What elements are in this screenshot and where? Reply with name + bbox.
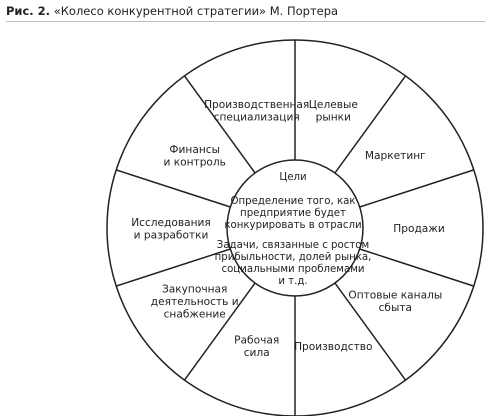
wheel-spoke xyxy=(334,282,407,381)
segment-label-procurement: деятельность и xyxy=(151,296,239,308)
outer-rim xyxy=(106,39,484,416)
hub-content: Цели Определение того, как предприятие б… xyxy=(215,172,372,287)
caption-rule xyxy=(6,21,485,22)
hub-goal-line-1: Определение того, как xyxy=(230,196,355,207)
hub-goal-line-2: предприятие будет xyxy=(240,208,346,219)
segment-label-research: Исследования xyxy=(131,217,211,229)
figure-caption: Рис. 2. «Колесо конкурентной стратегии» … xyxy=(6,4,485,22)
segment-label-workforce: Рабочая xyxy=(234,335,279,347)
segment-label-production-specialization: Производственная xyxy=(204,99,309,111)
wheel-spoke xyxy=(115,169,231,208)
wheel-spoke xyxy=(359,248,475,287)
hub-circle xyxy=(226,159,364,297)
wheel-spoke xyxy=(183,282,256,381)
hub-task-line-4: и т.д. xyxy=(278,276,307,287)
segment-label-target-markets: рынки xyxy=(316,111,351,123)
wheel-spoke xyxy=(115,248,231,287)
wheel-spoke xyxy=(183,75,256,174)
segment-label-finance: и контроль xyxy=(163,156,225,168)
figure-title: «Колесо конкурентной стратегии» М. Порте… xyxy=(53,4,339,18)
hub-task-line-2: прибыльности, долей рынка, xyxy=(215,252,372,263)
segment-label-production-specialization: специализация xyxy=(214,111,300,123)
segment-label-target-markets: Целевые xyxy=(309,99,358,111)
wheel-spokes xyxy=(115,40,475,416)
segment-label-production: Производство xyxy=(294,341,372,353)
wheel-spoke xyxy=(359,169,475,208)
segment-label-research: и разработки xyxy=(134,229,209,241)
wheel-spoke xyxy=(334,75,407,174)
segment-label-workforce: сила xyxy=(244,347,270,359)
segment-label-wholesale-channels: Оптовые каналы xyxy=(348,290,442,302)
hub-goal-line-3: конкурировать в отрасли xyxy=(224,220,361,231)
hub-heading: Цели xyxy=(279,172,306,183)
segment-label-sales: Продажи xyxy=(393,223,444,235)
segment-label-finance: Финансы xyxy=(169,144,220,156)
hub-task-line-1: Задачи, связанные с ростом xyxy=(217,240,369,251)
segment-label-wholesale-channels: сбыта xyxy=(379,302,412,314)
segment-label-marketing: Маркетинг xyxy=(365,150,426,162)
hub-task-line-3: социальными проблемами xyxy=(221,264,364,275)
segment-label-procurement: снабжение xyxy=(164,308,226,320)
figure-number: Рис. 2. xyxy=(6,4,51,18)
segment-label-procurement: Закупочная xyxy=(162,283,227,295)
